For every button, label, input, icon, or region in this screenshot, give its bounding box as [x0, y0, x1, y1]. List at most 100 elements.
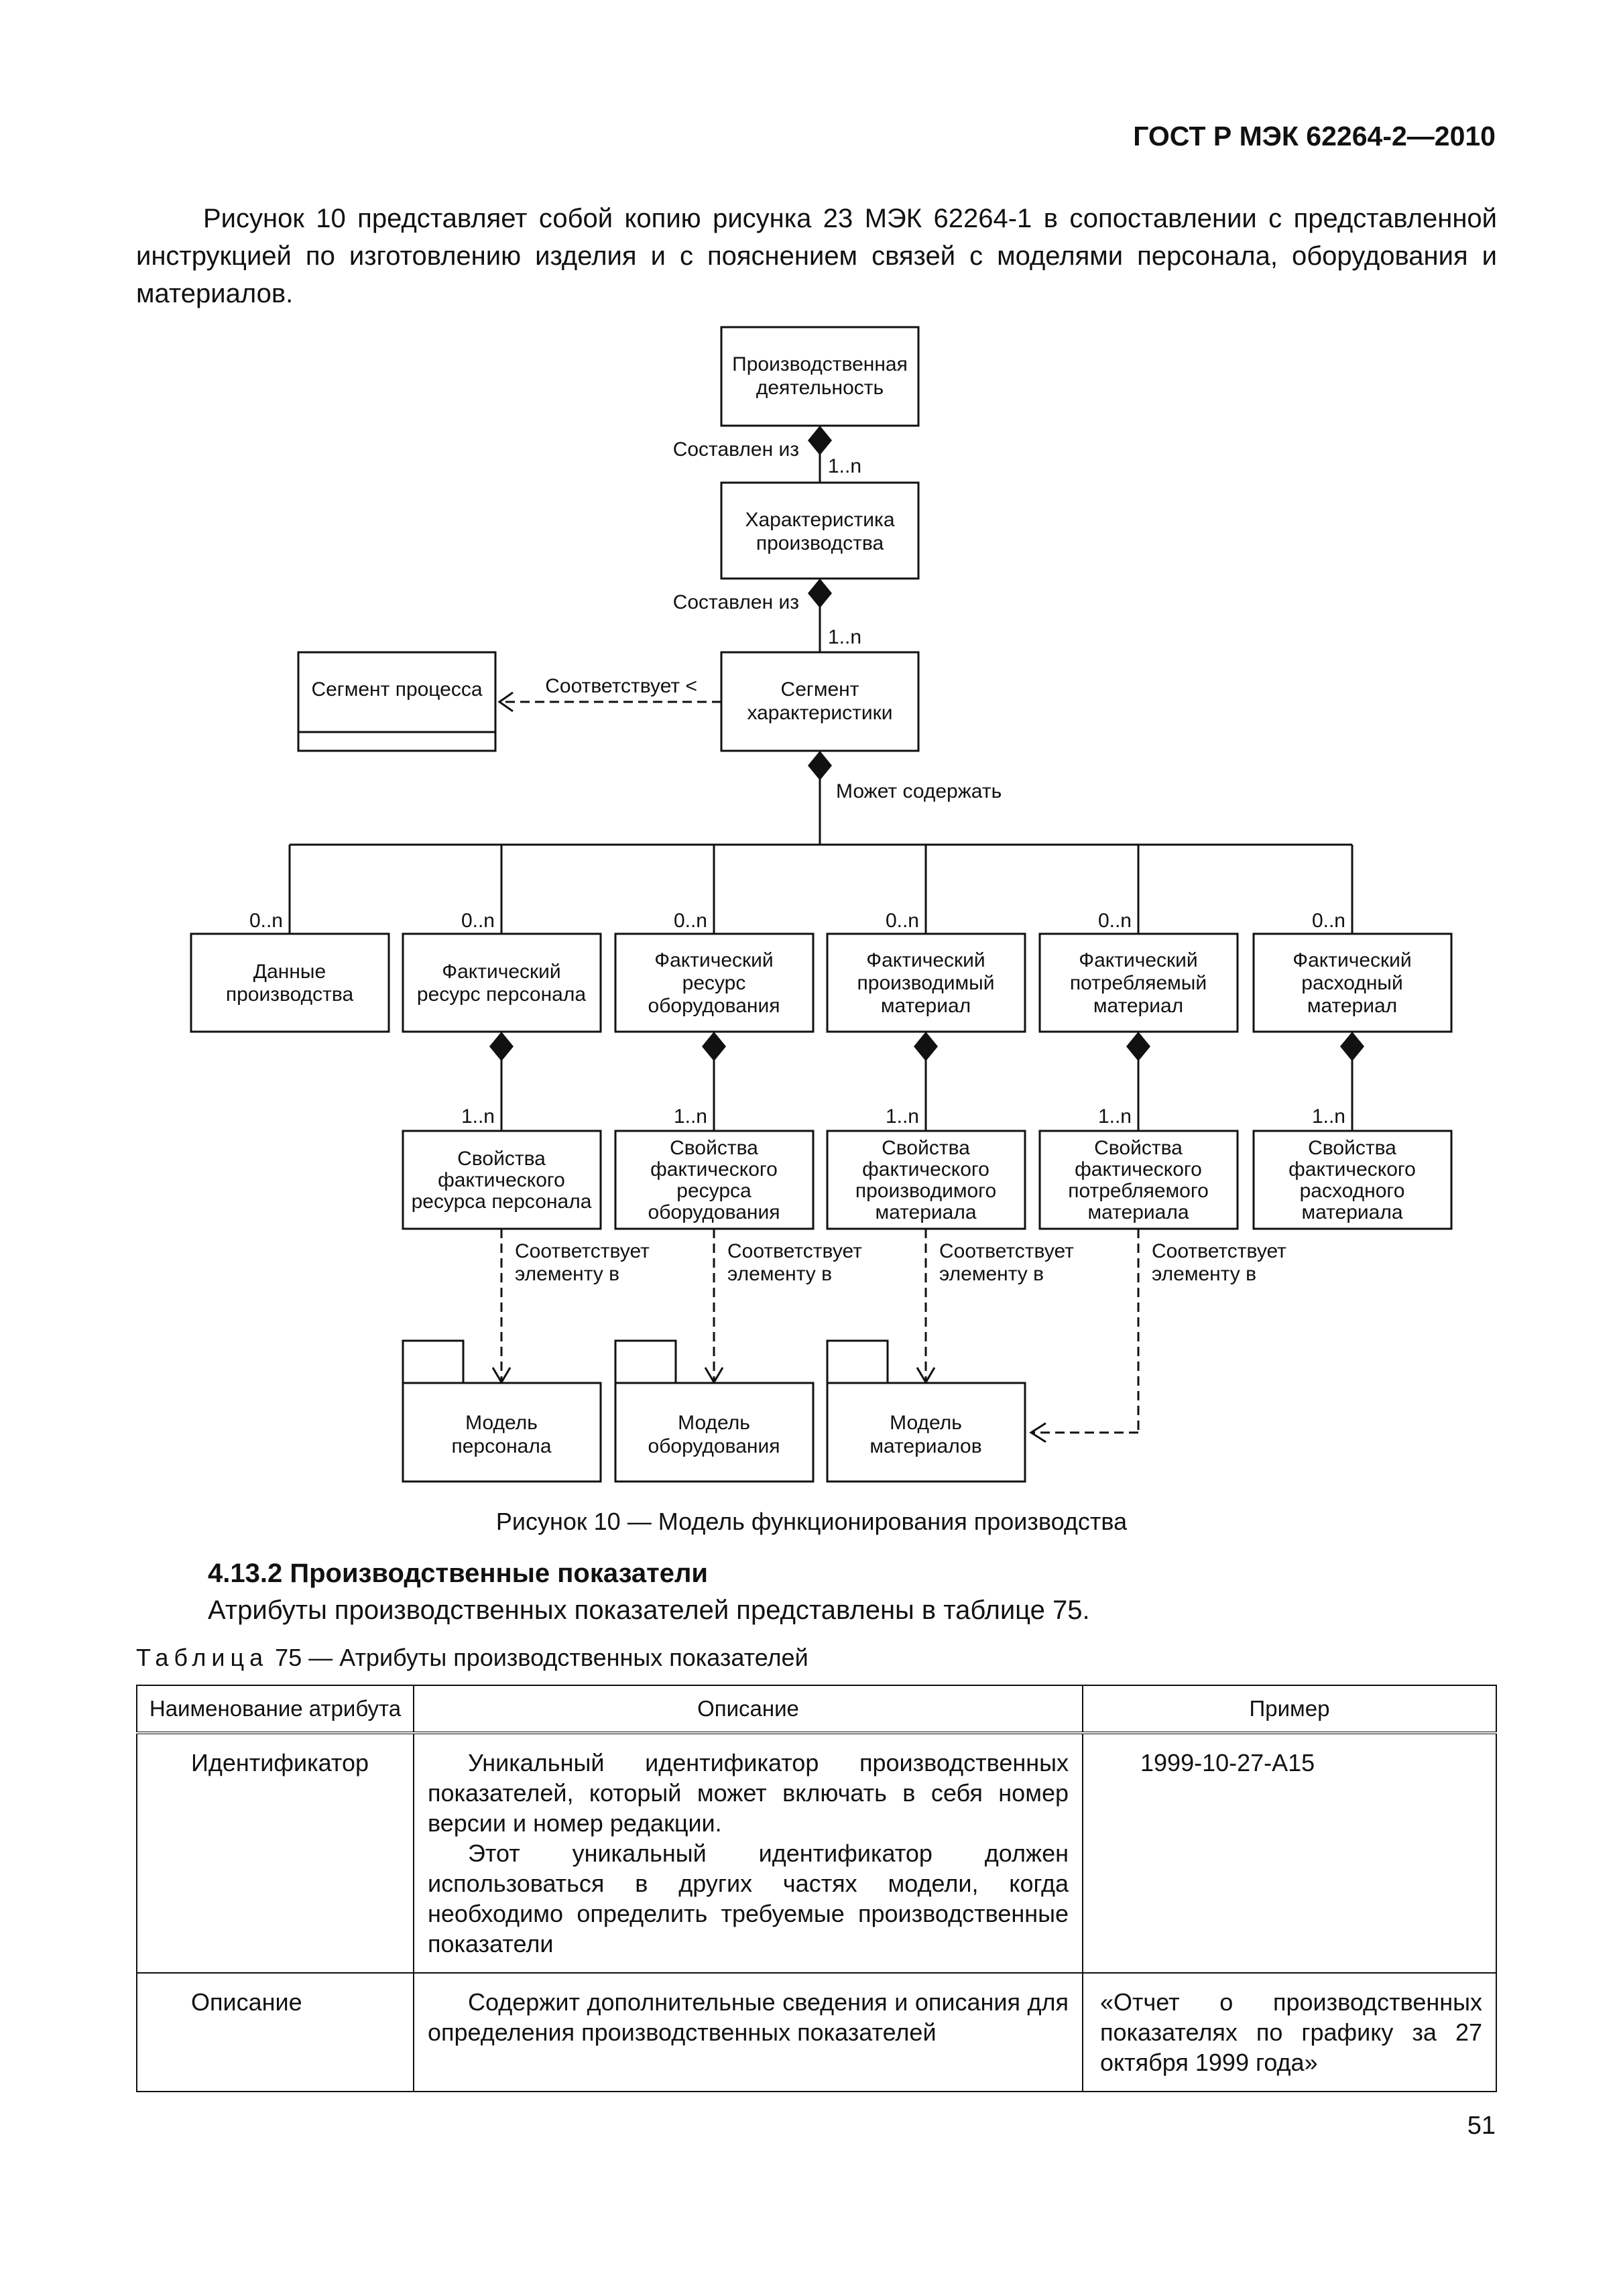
table-header-row: Наименование атрибута Описание Пример: [136, 1685, 1497, 1734]
figure-caption: Рисунок 10 — Модель функционирования про…: [495, 1508, 1128, 1535]
property-label: производимого: [855, 1180, 996, 1202]
label-corresponds: Соответствует <: [545, 675, 697, 697]
label-production-activity-2: деятельность: [756, 377, 884, 399]
child-label: ресурс персонала: [417, 983, 586, 1006]
page-number: 51: [1467, 2112, 1496, 2140]
property-label: фактического: [438, 1169, 565, 1191]
label-corresponds-to: элементу в: [727, 1263, 832, 1285]
child-label: Фактический: [866, 949, 985, 971]
table-caption: Таблица 75 — Атрибуты производственных п…: [136, 1644, 808, 1672]
description-para-1: Уникальный идентификатор производственны…: [428, 1749, 1069, 1837]
property-label: фактического: [862, 1158, 989, 1181]
child-label: Фактический: [654, 949, 773, 971]
property-label: ресурса персонала: [412, 1191, 592, 1213]
cell-description: Содержит дополнительные сведения и описа…: [413, 1973, 1083, 2092]
label-corresponds-to: Соответствует: [727, 1240, 862, 1262]
child-label: расходный: [1301, 972, 1402, 994]
intro-paragraph: Рисунок 10 представляет собой копию рису…: [136, 200, 1497, 312]
label-characteristic-1: Характеристика: [745, 509, 894, 531]
mult-child: 0..n: [1098, 910, 1132, 932]
mult-child: 0..n: [886, 910, 919, 932]
label-corresponds-to: Соответствует: [515, 1240, 650, 1262]
child-label: Фактический: [442, 961, 560, 983]
child-label: материал: [1307, 995, 1397, 1017]
mult-property: 1..n: [461, 1105, 495, 1128]
cell-name: Описание: [136, 1973, 414, 2092]
package-equipment-model-tab: [614, 1339, 677, 1384]
cell-description: Уникальный идентификатор производственны…: [413, 1733, 1083, 1974]
table-row: Описание Содержит дополнительные сведени…: [136, 1973, 1497, 2092]
label-model-material-1: Модель: [890, 1412, 962, 1434]
header-attribute-name: Наименование атрибута: [136, 1685, 414, 1734]
box-actual-personnel-resource: [402, 932, 602, 1033]
child-label: ресурс: [682, 972, 746, 994]
section-title: 4.13.2 Производственные показатели: [208, 1559, 709, 1588]
label-production-activity-1: Производственная: [732, 353, 908, 375]
child-label: производимый: [857, 972, 995, 994]
header-example: Пример: [1082, 1685, 1497, 1734]
label-model-personnel-1: Модель: [465, 1412, 538, 1434]
mult-top-2: 1..n: [828, 626, 861, 648]
property-label: материала: [1301, 1201, 1402, 1223]
mult-property: 1..n: [1312, 1105, 1345, 1128]
child-label: материал: [1093, 995, 1183, 1017]
table-caption-label: Таблица: [136, 1644, 269, 1671]
property-label: Свойства: [1308, 1137, 1396, 1159]
box-production-data: [190, 932, 390, 1033]
cell-name: Идентификатор: [136, 1733, 414, 1974]
composition-diamond: [808, 426, 832, 455]
package-personnel-model-tab: [402, 1339, 465, 1384]
attributes-table: Наименование атрибута Описание Пример Ид…: [136, 1685, 1497, 2092]
property-label: материала: [875, 1201, 976, 1223]
property-label: Свойства: [882, 1137, 970, 1159]
label-composed-of-2: Составлен из: [673, 591, 799, 613]
property-label: фактического: [1075, 1158, 1202, 1181]
mult-child: 0..n: [1312, 910, 1345, 932]
label-corresponds-to: Соответствует: [939, 1240, 1074, 1262]
package-material-model-tab: [826, 1339, 889, 1384]
property-label: ресурса: [676, 1180, 752, 1202]
child-label: Фактический: [1293, 949, 1411, 971]
package-material-model: [826, 1382, 1026, 1483]
mult-child: 0..n: [249, 910, 283, 932]
mult-top-1: 1..n: [828, 455, 861, 477]
label-model-personnel-2: персонала: [451, 1435, 551, 1457]
package-equipment-model: [614, 1382, 815, 1483]
label-corresponds-to: элементу в: [515, 1263, 619, 1285]
table-row: Идентификатор Уникальный идентификатор п…: [136, 1733, 1497, 1974]
cell-example: 1999-10-27-A15: [1082, 1733, 1497, 1974]
child-label: оборудования: [648, 995, 780, 1017]
child-label: производства: [226, 983, 354, 1006]
mult-property: 1..n: [674, 1105, 707, 1128]
child-label: Фактический: [1079, 949, 1197, 971]
property-label: фактического: [1288, 1158, 1416, 1181]
label-model-material-2: материалов: [869, 1435, 981, 1457]
property-label: Свойства: [1094, 1137, 1183, 1159]
mult-child: 0..n: [461, 910, 495, 932]
child-label: потребляемый: [1070, 972, 1207, 994]
box-consumable-material-properties: [1252, 1130, 1453, 1230]
property-label: материала: [1087, 1201, 1189, 1223]
document-id: ГОСТ Р МЭК 62264-2—2010: [1133, 121, 1496, 152]
table-caption-text: 75 — Атрибуты производственных показател…: [275, 1644, 808, 1671]
label-process-segment: Сегмент процесса: [311, 678, 482, 701]
child-label: материал: [881, 995, 971, 1017]
composition-diamond: [1126, 1032, 1150, 1061]
description-para-2: Этот уникальный идентификатор должен исп…: [428, 1839, 1069, 1957]
mult-child: 0..n: [674, 910, 707, 932]
label-corresponds-to: элементу в: [1152, 1263, 1256, 1285]
composition-diamond: [1340, 1032, 1364, 1061]
composition-diamond: [914, 1032, 938, 1061]
label-may-contain: Может содержать: [836, 780, 1002, 802]
label-corresponds-to: элементу в: [939, 1263, 1044, 1285]
property-label: расходного: [1300, 1180, 1405, 1202]
cell-example: «Отчет о производственных показателях по…: [1082, 1973, 1497, 2092]
production-model-diagram: Производственная деятельность Характерис…: [190, 326, 1453, 1483]
section-subtitle: Атрибуты производственных показателей пр…: [208, 1595, 1090, 1625]
label-composed-of-1: Составлен из: [673, 438, 799, 461]
composition-diamond: [808, 751, 832, 780]
package-personnel-model: [402, 1382, 602, 1483]
child-label: Данные: [253, 961, 326, 983]
intro-text: Рисунок 10 представляет собой копию рису…: [136, 204, 1497, 308]
header-description: Описание: [413, 1685, 1083, 1734]
